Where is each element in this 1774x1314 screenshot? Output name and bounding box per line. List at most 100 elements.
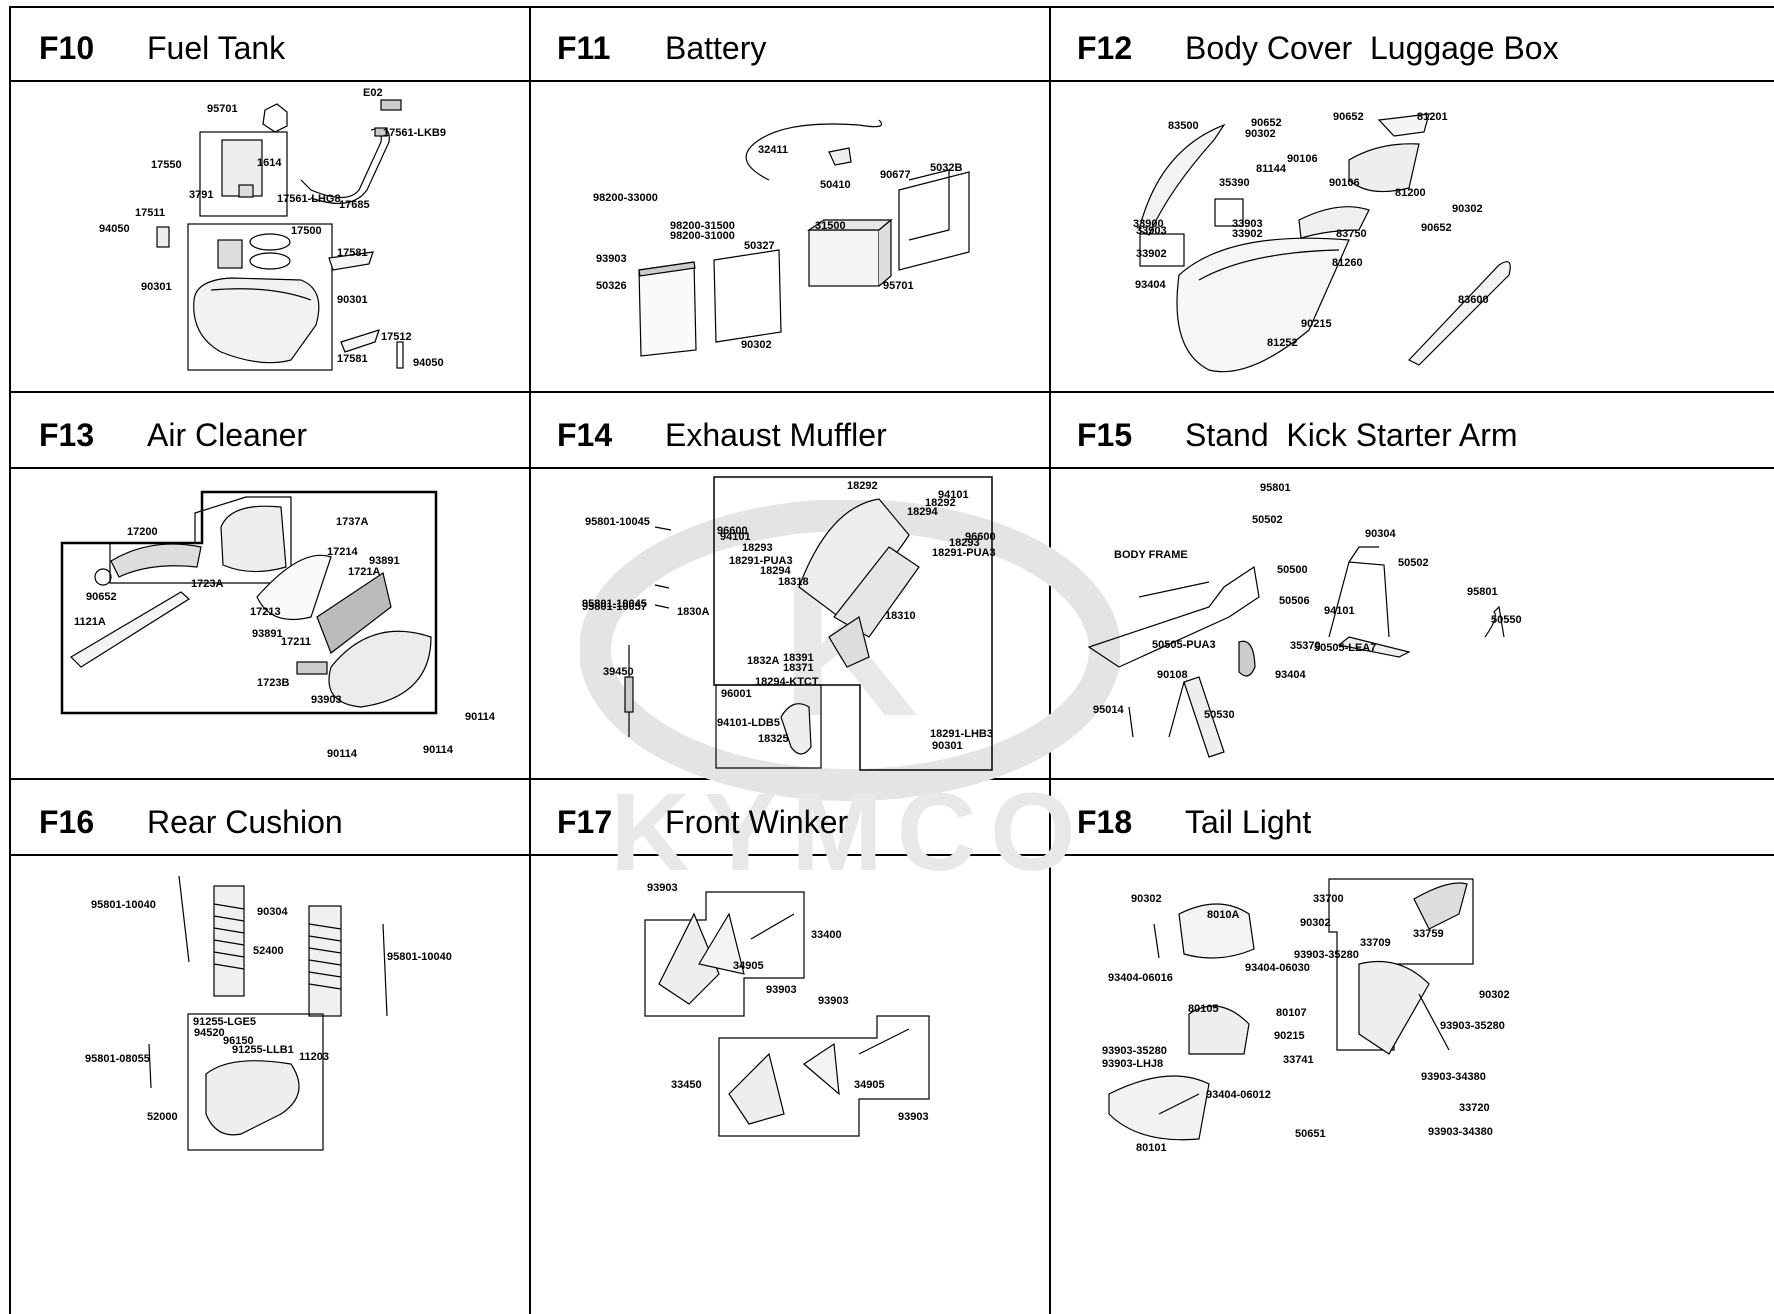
part-number-label: 18325 [758, 733, 789, 745]
part-number-label: 81200 [1395, 187, 1426, 199]
part-number-label: 90106 [1329, 177, 1360, 189]
part-number-label: 93903-35280 [1440, 1020, 1505, 1032]
part-number-label: 90301 [337, 294, 368, 306]
part-number-label: BODY FRAME [1114, 549, 1188, 561]
section-title: Rear Cushion [147, 803, 343, 840]
part-number-label: 18318 [778, 576, 809, 588]
part-number-label: 50505-PUA3 [1152, 639, 1216, 651]
part-number-label: 81260 [1332, 257, 1363, 269]
part-number-label: 90302 [1131, 893, 1162, 905]
part-number-label: 33759 [1413, 928, 1444, 940]
air-cleaner-labels: 1737A1720017214938911721A906521723A1121A… [74, 516, 496, 760]
section-code: F10 [39, 29, 95, 66]
section-title: Exhaust Muffler [665, 416, 887, 453]
part-number-label: 81144 [1256, 163, 1287, 175]
part-number-label: 90304 [257, 906, 288, 918]
part-number-label: 8010A [1207, 909, 1239, 921]
part-number-label: 93404-06012 [1206, 1089, 1271, 1101]
part-number-label: 93903-34380 [1428, 1126, 1493, 1138]
part-number-label: 93903 [596, 253, 627, 265]
part-number-label: 31500 [815, 220, 846, 232]
part-number-label: 96150 [223, 1035, 254, 1047]
part-number-label: 95801-10040 [387, 951, 452, 963]
part-number-label: 93404 [1135, 279, 1166, 291]
part-number-label: 34905 [854, 1079, 885, 1091]
part-number-label: 39450 [603, 666, 634, 678]
part-number-label: 95801-10057 [582, 601, 647, 613]
part-number-label: 50550 [1491, 614, 1522, 626]
part-number-label: 90106 [1287, 153, 1318, 165]
part-number-label: 91255-LLB1 [232, 1044, 294, 1056]
part-number-label: 18294 [760, 565, 791, 577]
part-number-label: 93903 [647, 882, 678, 894]
part-number-label: 80105 [1188, 1003, 1219, 1015]
part-number-label: 93903-35280 [1102, 1045, 1167, 1057]
part-number-label: 1723A [191, 578, 223, 590]
part-number-label: 50651 [1295, 1128, 1326, 1140]
part-number-label: 98200-31000 [670, 230, 735, 242]
part-number-label: 80107 [1276, 1007, 1307, 1019]
part-number-label: 96001 [721, 688, 752, 700]
part-number-label: 50410 [820, 179, 851, 191]
part-number-label: 90677 [880, 169, 911, 181]
part-number-label: 94520 [194, 1027, 225, 1039]
part-number-label: 1721A [348, 566, 380, 578]
part-number-label: 32411 [758, 144, 788, 156]
section-title: Tail Light [1185, 803, 1312, 840]
part-number-label: 17685 [339, 199, 370, 211]
section-code: F12 [1077, 29, 1133, 66]
part-number-label: 90301 [932, 740, 963, 752]
part-number-label: 90302 [1452, 203, 1483, 215]
part-number-label: 90114 [465, 711, 496, 723]
part-number-label: 93903-35280 [1294, 949, 1359, 961]
part-number-label: 80101 [1136, 1142, 1167, 1154]
part-number-label: 18293 [742, 542, 773, 554]
section-title: Front Winker [665, 803, 849, 840]
part-number-label: 94101 [720, 531, 751, 543]
part-number-label: 94050 [99, 223, 130, 235]
tail-light-labels: 903028010A3370090302337093375993903-3528… [1102, 893, 1510, 1154]
part-number-label: 50506 [1279, 595, 1310, 607]
part-number-label: 94101 [1324, 605, 1355, 617]
part-number-label: 90114 [423, 744, 454, 756]
section-code: F13 [39, 416, 95, 453]
part-number-label: 17500 [291, 225, 322, 237]
part-number-label: 50500 [1277, 564, 1308, 576]
part-number-label: 90652 [86, 591, 117, 603]
section-title: Air Cleaner [147, 416, 308, 453]
battery-labels: 3241150410906775032B98200-3300098200-315… [593, 144, 962, 351]
part-number-label: 18291-PUA3 [932, 547, 996, 559]
part-number-label: 17550 [151, 159, 182, 171]
part-number-label: 94101 [938, 489, 969, 501]
section-header-f13: F13 Air Cleaner [11, 409, 527, 461]
part-number-label: 52400 [253, 945, 284, 957]
part-number-label: 1614 [257, 157, 282, 169]
part-number-label: 11203 [299, 1051, 329, 1063]
part-number-label: 93903 [766, 984, 797, 996]
part-number-label: 17213 [250, 606, 281, 618]
part-number-label: 90215 [1274, 1030, 1305, 1042]
part-number-label: 50505-LEA7 [1314, 642, 1376, 654]
part-number-label: 95801-10045 [585, 516, 650, 528]
part-number-label: 50502 [1398, 557, 1429, 569]
part-number-label: 95801-08055 [85, 1053, 150, 1065]
part-number-label: 91255-LGE5 [193, 1016, 256, 1028]
part-number-label: 95014 [1093, 704, 1124, 716]
part-number-label: 90108 [1157, 669, 1188, 681]
part-number-label: 33903 [1136, 225, 1167, 237]
part-number-label: 1121A [74, 616, 106, 628]
part-number-label: 95801 [1467, 586, 1498, 598]
part-number-label: 18293 [949, 537, 980, 549]
part-number-label: 90215 [1301, 318, 1332, 330]
column-divider [529, 8, 531, 1314]
